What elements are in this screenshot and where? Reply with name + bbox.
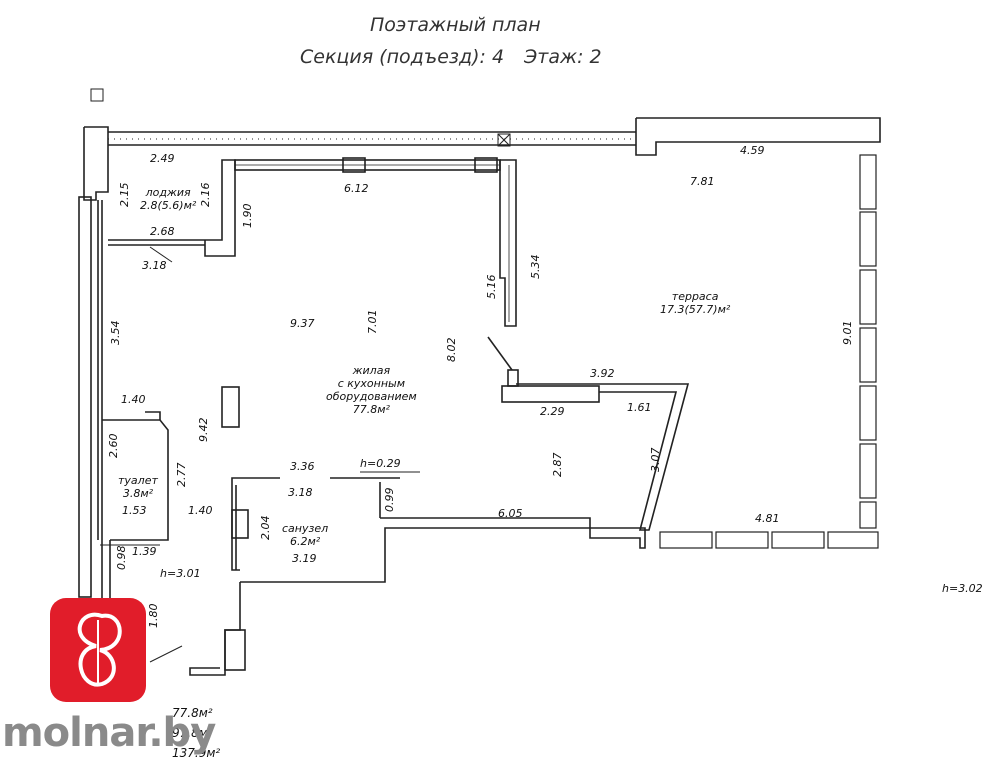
dim-label: 2.87 <box>551 452 564 478</box>
brand-logo <box>50 598 146 702</box>
dim-label: 1.40 <box>121 393 146 406</box>
terrace-top-wall <box>635 117 881 156</box>
dim-label: 0.98 <box>115 545 128 571</box>
dim-label: 8.02 <box>445 337 458 363</box>
dim-label: h=3.02 <box>942 582 983 595</box>
bathroom-walls <box>231 477 280 571</box>
dim-label: 2.49 <box>150 152 175 165</box>
loggia-label: лоджия 2.8(5.6)м² <box>140 186 197 212</box>
dim-label: 7.81 <box>690 175 715 188</box>
dim-label: 3.54 <box>109 320 122 346</box>
dim-label: 2.16 <box>199 182 212 208</box>
dim-label: 3.36 <box>290 460 315 473</box>
dim-label: 4.81 <box>755 512 780 525</box>
dim-label: 4.59 <box>740 144 765 157</box>
dim-label: 9.42 <box>197 417 210 443</box>
dim-label: 1.39 <box>132 545 157 558</box>
left-pillar <box>83 126 109 201</box>
right-partition <box>499 159 517 327</box>
dim-label: 9.01 <box>841 320 854 346</box>
dim-label: 2.68 <box>150 225 175 238</box>
bottom-wall <box>240 517 646 583</box>
dim-label: 1.90 <box>241 203 254 229</box>
corridor-wall <box>189 582 241 676</box>
left-outer-wall <box>78 196 92 598</box>
living-column <box>221 386 240 428</box>
total-area-1: 77.8м² <box>172 706 213 720</box>
total-area-3: 137.9м² <box>172 746 221 760</box>
dim-label: 1.61 <box>627 401 652 414</box>
dim-label: 3.07 <box>649 447 662 473</box>
dim-label: 5.16 <box>485 274 498 300</box>
dim-label: 2.77 <box>175 462 188 488</box>
dim-label: 6.12 <box>344 182 369 195</box>
butterfly-icon <box>77 612 122 687</box>
dim-label: 5.34 <box>529 254 542 280</box>
living-room-label: жилая с кухонным оборудованием 77.8м² <box>326 364 417 416</box>
dim-label: 3.18 <box>142 259 167 272</box>
dim-label: 1.53 <box>122 504 147 517</box>
dim-label: 2.04 <box>259 515 272 541</box>
dim-label: 3.92 <box>590 367 615 380</box>
terrace-windows-bottom <box>659 531 879 549</box>
dim-label: h=3.01 <box>160 567 201 580</box>
bathroom-label: санузел 6.2м² <box>282 522 329 548</box>
loggia-pillar <box>204 159 236 257</box>
toilet-label: туалет 3.8м² <box>118 474 158 500</box>
marker-square <box>90 88 104 102</box>
kitchen-wall <box>501 385 600 403</box>
dim-label: 2.29 <box>540 405 565 418</box>
plan-title: Поэтажный план <box>370 14 541 36</box>
dim-label: h=0.29 <box>360 457 401 470</box>
dim-label: 2.60 <box>107 433 120 459</box>
terrace-label: терраса 17.3(57.7)м² <box>660 290 731 316</box>
toilet-walls <box>102 419 169 541</box>
dim-label: 7.01 <box>366 309 379 335</box>
dim-label: 3.18 <box>288 486 313 499</box>
floor-label: Этаж: 2 <box>524 46 602 68</box>
total-area-2: 97.8м² <box>172 726 213 740</box>
dim-label: 6.05 <box>498 507 523 520</box>
dim-label: 2.15 <box>118 182 131 208</box>
dim-label: 1.80 <box>147 603 160 629</box>
vent-box <box>497 133 511 147</box>
logo-text: molnar.by <box>2 710 216 756</box>
dim-label: 0.99 <box>383 487 396 513</box>
terrace-windows-right <box>859 154 877 529</box>
dim-label: 3.19 <box>292 552 317 565</box>
dim-label: 9.37 <box>290 317 315 330</box>
dim-label: 1.40 <box>188 504 213 517</box>
section-label: Секция (подъезд): 4 <box>300 46 505 68</box>
